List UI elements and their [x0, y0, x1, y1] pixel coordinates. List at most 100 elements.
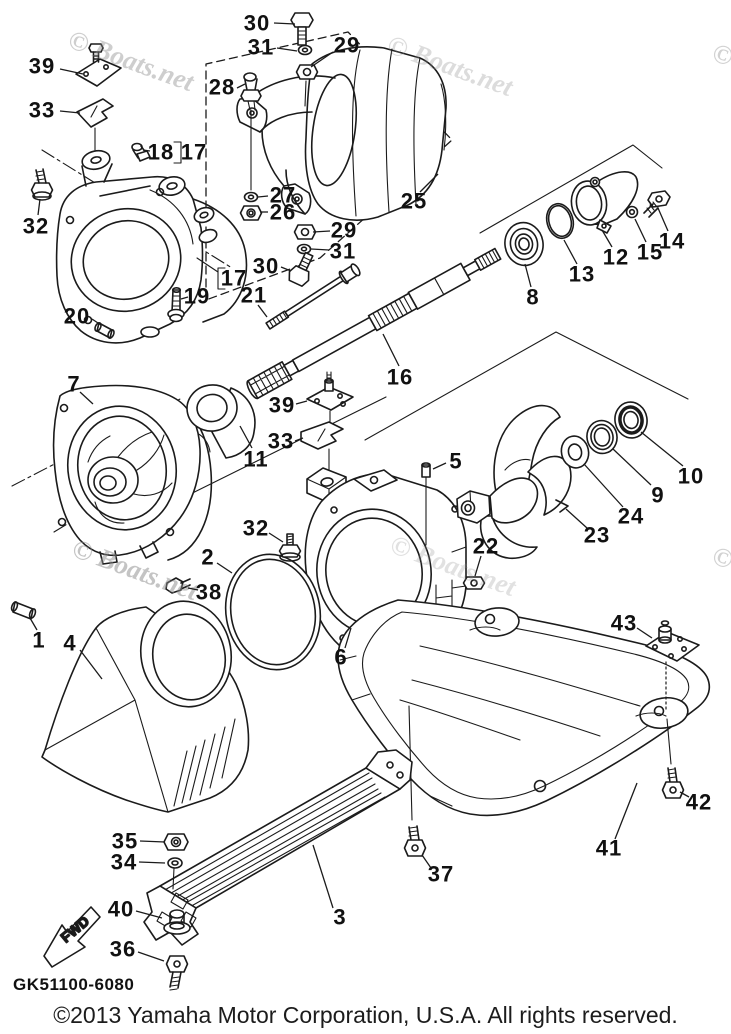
part-callout-32[interactable]: 32 [23, 214, 49, 239]
part-callout-29[interactable]: 29 [334, 33, 360, 58]
leader-line-33 [294, 437, 304, 442]
part-callout-31[interactable]: 31 [248, 35, 274, 60]
watermark: © Boats.net [64, 24, 199, 98]
leader-line-27 [257, 195, 269, 198]
drawing-part-13-oring [545, 202, 575, 240]
leader-line-13 [563, 239, 578, 265]
leader-line-21 [257, 304, 268, 318]
part-callout-16[interactable]: 16 [387, 365, 413, 390]
drawing-part-4-intake-duct [41, 600, 250, 813]
part-callout-14[interactable]: 14 [659, 229, 685, 254]
part-callout-1[interactable]: 1 [32, 628, 45, 653]
drawing-part-18-fitting [131, 142, 151, 162]
part-callout-32[interactable]: 32 [243, 516, 269, 541]
leader-line-12 [601, 229, 613, 248]
part-callout-37[interactable]: 37 [428, 862, 454, 887]
part-callout-13[interactable]: 13 [569, 262, 595, 287]
leader-line-19 [180, 296, 189, 300]
part-callout-26[interactable]: 26 [270, 200, 296, 225]
leader-line-30 [280, 266, 292, 272]
leader-line-3 [312, 844, 334, 909]
drawing-part-16-drive-shaft [246, 247, 502, 400]
part-callout-39[interactable]: 39 [29, 54, 55, 79]
drawing-part-1-pin [10, 601, 37, 620]
part-callout-41[interactable]: 41 [596, 836, 622, 861]
drawing-part-2-oring [224, 553, 322, 671]
part-callout-24[interactable]: 24 [618, 504, 644, 529]
part-callout-17[interactable]: 17 [181, 140, 207, 165]
leader-line-5 [432, 462, 447, 470]
part-callout-42[interactable]: 42 [686, 790, 712, 815]
part-callout-43[interactable]: 43 [611, 611, 637, 636]
drawing-part-34-washer [167, 857, 183, 890]
leader-line-24 [583, 463, 624, 508]
leader-line-41 [614, 782, 638, 840]
drawing-part-19-bolt [167, 286, 185, 323]
drawing-part-42-bolt [661, 718, 685, 799]
part-callout-4[interactable]: 4 [63, 631, 76, 656]
part-callout-27[interactable]: 27 [270, 183, 296, 208]
part-callout-18[interactable]: 18 [148, 140, 174, 165]
part-callout-20[interactable]: 20 [64, 304, 90, 329]
drawing-part-32-bolt-lower [278, 533, 302, 562]
part-callout-10[interactable]: 10 [678, 464, 704, 489]
part-callout-7[interactable]: 7 [67, 372, 80, 397]
part-callout-25[interactable]: 25 [401, 189, 427, 214]
drawing-part-8-bearing [504, 221, 544, 267]
leader-line-15 [634, 218, 647, 243]
drawing-part-33-shim-mid [300, 421, 344, 472]
part-callout-9[interactable]: 9 [651, 483, 664, 508]
leader-line-28 [236, 83, 246, 89]
part-callout-33[interactable]: 33 [29, 98, 55, 123]
part-callout-2[interactable]: 2 [201, 545, 214, 570]
part-callout-30[interactable]: 30 [244, 11, 270, 36]
leader-line-7 [79, 391, 94, 405]
part-callout-30[interactable]: 30 [253, 254, 279, 279]
drawing-part-24-washer [560, 435, 590, 469]
drawing-part-33-shim-top [76, 98, 114, 151]
part-callout-33[interactable]: 33 [268, 429, 294, 454]
leader-line-23 [565, 508, 588, 529]
part-callout-22[interactable]: 22 [473, 534, 499, 559]
leader-line-25 [419, 173, 439, 193]
drawing-part-35-nut [163, 833, 189, 851]
part-callout-15[interactable]: 15 [637, 240, 663, 265]
drawing-part-36-bolt [165, 955, 189, 991]
part-callout-38[interactable]: 38 [196, 580, 222, 605]
leader-line-34 [138, 861, 166, 864]
part-callout-19[interactable]: 19 [184, 284, 210, 309]
drawing-part-39-plate-top [75, 43, 122, 87]
part-callout-31[interactable]: 31 [330, 239, 356, 264]
part-callout-21[interactable]: 21 [241, 283, 267, 308]
part-callout-34[interactable]: 34 [111, 850, 137, 875]
part-callout-11[interactable]: 11 [243, 447, 268, 472]
leader-line-38 [187, 587, 199, 591]
part-callout-40[interactable]: 40 [108, 897, 134, 922]
part-callout-6[interactable]: 6 [334, 645, 347, 670]
watermark: © Boats.net [708, 37, 731, 111]
drawing-part-23-impeller [456, 404, 572, 559]
leader-line-16 [382, 333, 400, 367]
leader-line-9 [612, 448, 652, 486]
leader-line-35 [139, 840, 166, 843]
drawing-part-15-washer [625, 205, 639, 219]
part-callout-12[interactable]: 12 [603, 245, 629, 270]
part-callout-23[interactable]: 23 [584, 523, 610, 548]
part-callout-8[interactable]: 8 [526, 285, 539, 310]
part-callout-3[interactable]: 3 [333, 905, 346, 930]
part-callout-36[interactable]: 36 [110, 937, 136, 962]
part-callout-39[interactable]: 39 [269, 393, 295, 418]
leader-line-4 [79, 649, 103, 680]
part-callout-28[interactable]: 28 [209, 75, 235, 100]
leader-line-33 [59, 110, 81, 114]
part-callout-35[interactable]: 35 [112, 829, 138, 854]
part-callout-17[interactable]: 17 [221, 266, 247, 291]
diagram-line-art: FWD [10, 12, 711, 991]
bracket-17-top [173, 141, 182, 164]
drawing-part-12-bearing-cover [570, 171, 639, 234]
part-callout-29[interactable]: 29 [331, 218, 357, 243]
part-callout-5[interactable]: 5 [449, 449, 462, 474]
drawing-part-38-stud [165, 577, 191, 594]
